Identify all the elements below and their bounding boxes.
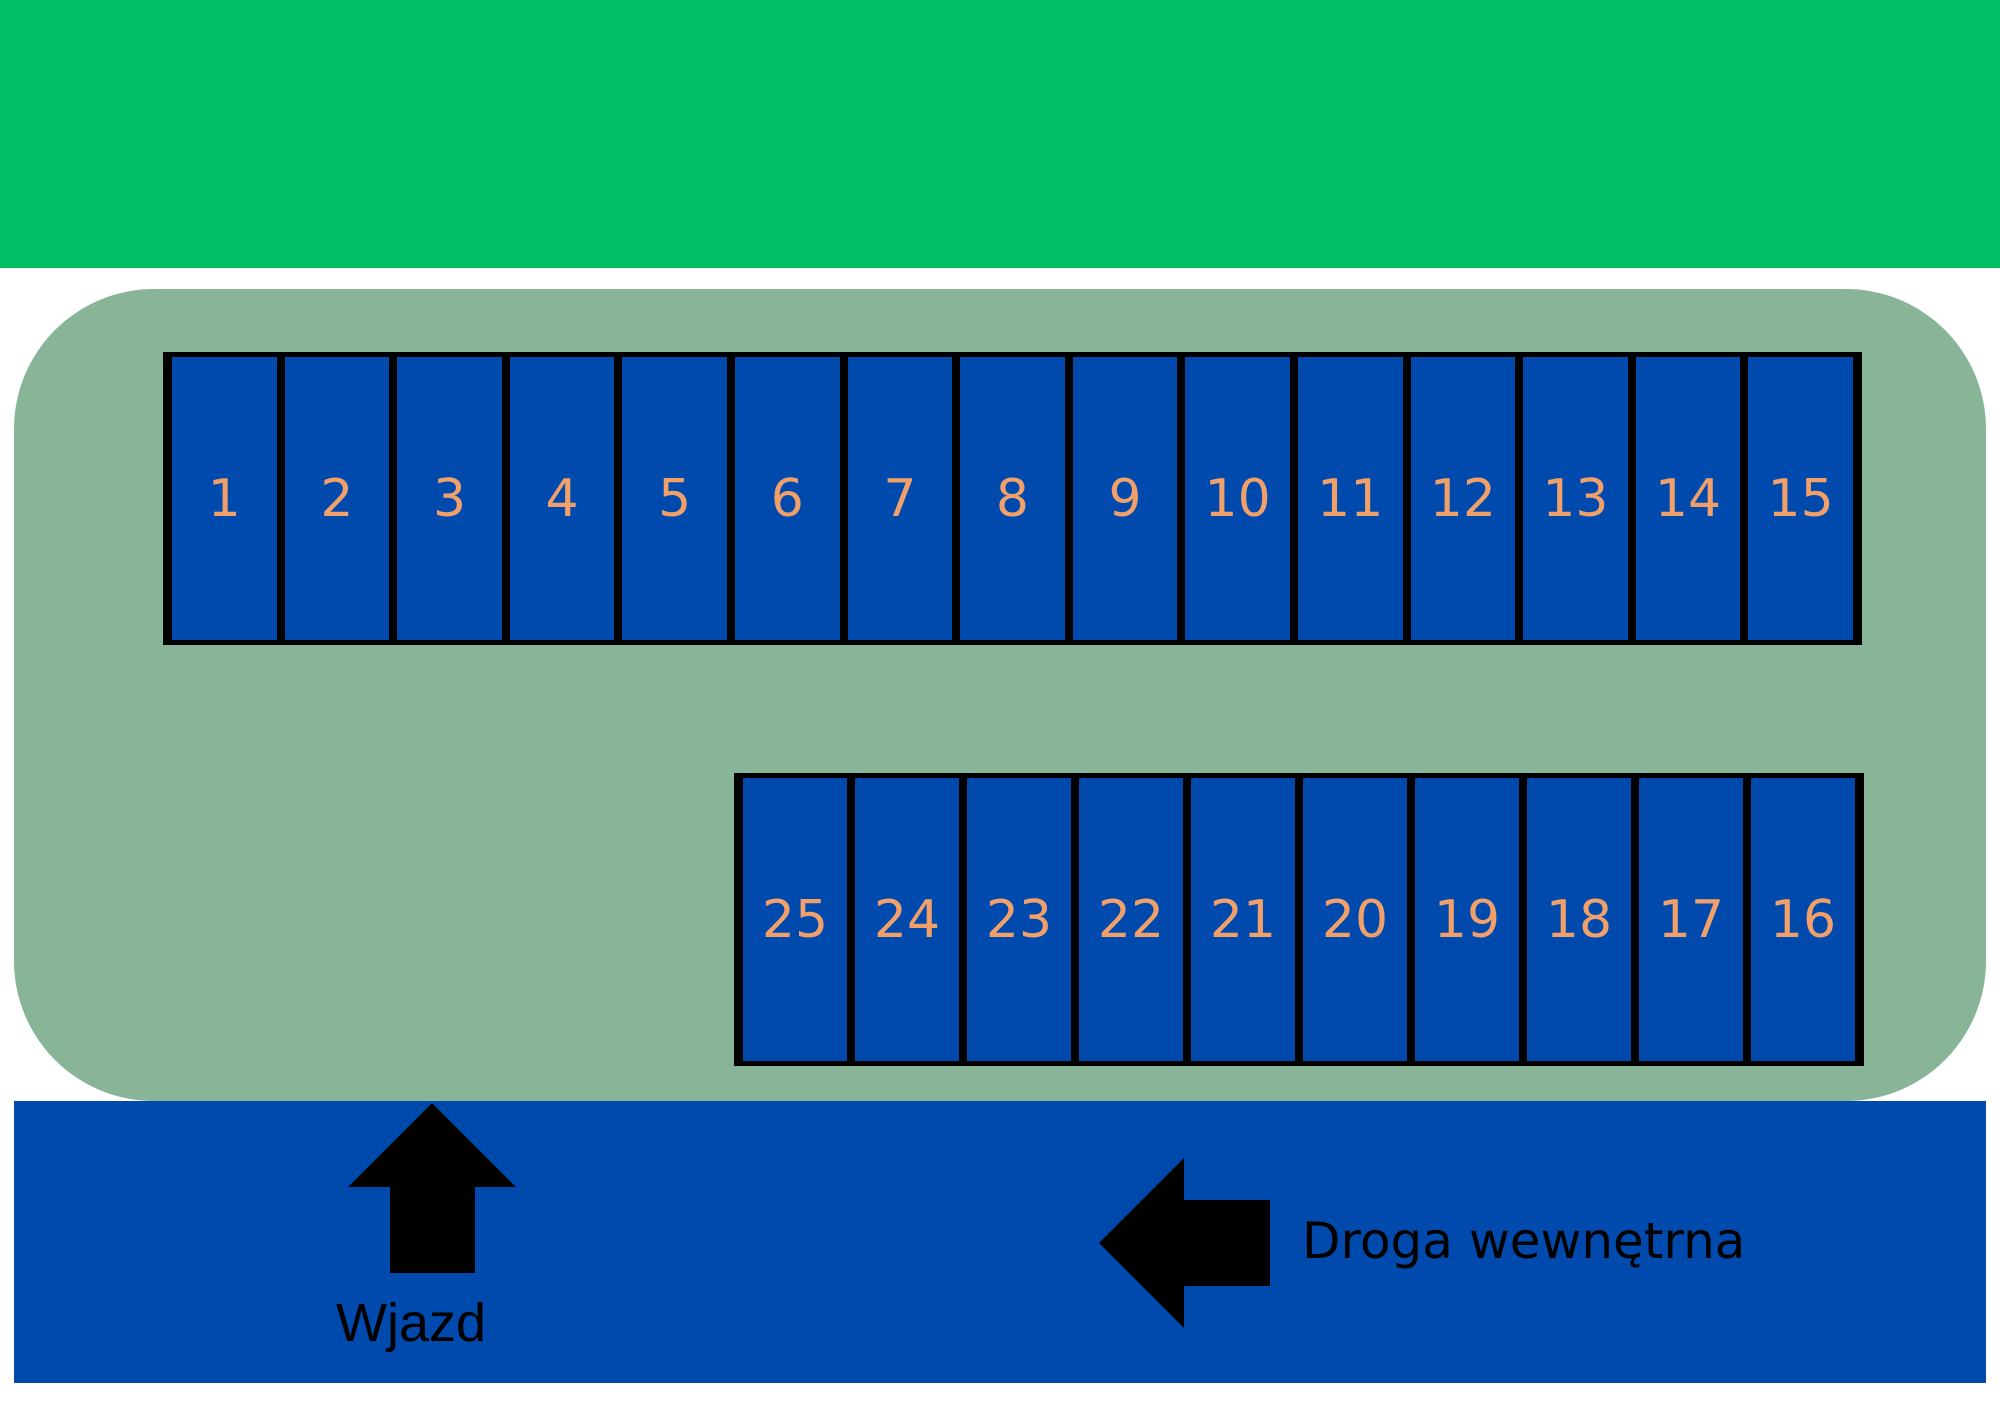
parking-spot-1: 1 [168,357,281,640]
parking-spot-15: 15 [1744,357,1857,640]
parking-spot-20: 20 [1299,778,1411,1061]
parking-spot-5: 5 [618,357,731,640]
parking-spot-24: 24 [851,778,963,1061]
parking-spot-8: 8 [956,357,1069,640]
arrow-left-icon [1099,1158,1270,1328]
entrance-label: Wjazd [336,1293,487,1353]
parking-spot-9: 9 [1068,357,1182,640]
green-area [0,0,2000,268]
parking-spot-22: 22 [1075,778,1187,1061]
parking-spot-7: 7 [843,357,957,640]
parking-spot-4: 4 [505,357,619,640]
internal-road [14,1101,1986,1383]
parking-spot-23: 23 [963,778,1075,1061]
parking-spot-16: 16 [1747,778,1859,1061]
parking-spot-21: 21 [1187,778,1299,1061]
parking-spot-13: 13 [1519,357,1632,640]
parking-spot-25: 25 [739,778,851,1061]
arrow-up-icon [348,1103,516,1273]
parking-spot-2: 2 [280,357,394,640]
parking-spot-14: 14 [1631,357,1745,640]
road-label: Droga wewnętrna [1302,1212,1746,1270]
parking-spot-11: 11 [1293,357,1407,640]
parking-spot-10: 10 [1181,357,1294,640]
parking-spot-18: 18 [1523,778,1635,1061]
parking-spot-6: 6 [730,357,844,640]
parking-spot-12: 12 [1406,357,1520,640]
parking-spot-3: 3 [393,357,506,640]
parking-spot-17: 17 [1635,778,1747,1061]
parking-spot-19: 19 [1411,778,1523,1061]
